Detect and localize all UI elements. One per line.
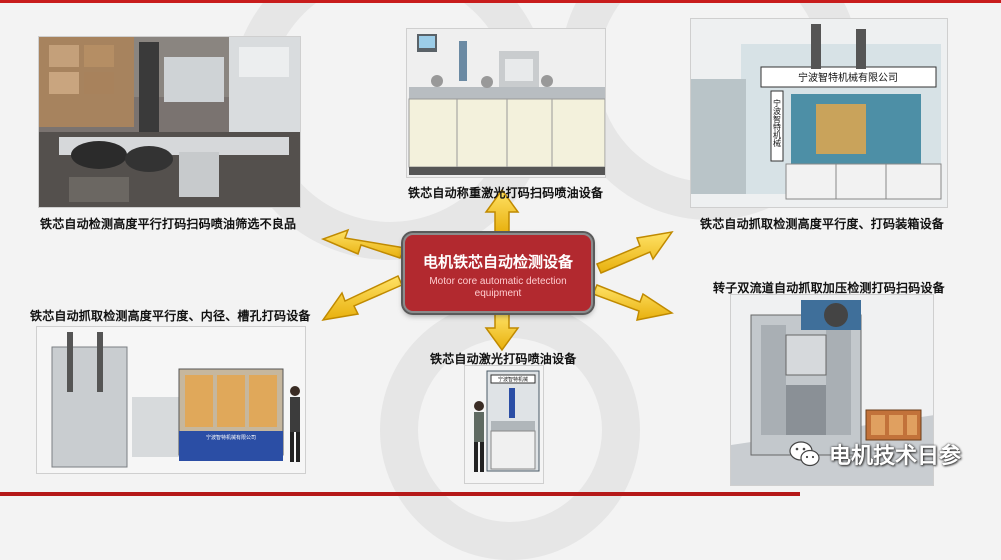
arrow-upper-right	[596, 230, 674, 274]
arrow-lower-right	[591, 284, 674, 321]
booth-sign-text: 宁波智特机械	[498, 376, 528, 383]
wechat-icon	[789, 441, 820, 467]
watermark: 电机技术日参	[787, 436, 961, 472]
center-title-box: 电机铁芯自动检测设备 Motor core automatic detectio…	[403, 233, 593, 313]
watermark-text: 电机技术日参	[829, 444, 962, 469]
arrow-up	[484, 188, 520, 234]
arrow-down	[484, 312, 520, 352]
machine-vertical-text: 宁波智特机械	[773, 98, 782, 148]
arrow-upper-left	[320, 228, 407, 259]
photo-inner-diameter-slot-machine: 宁波智特机械有限公司	[36, 326, 306, 474]
photo-weighing-laser-machine	[406, 28, 606, 178]
photo-rotor-press-machine	[730, 294, 934, 486]
center-subtitle: Motor core automatic detection equipment	[429, 276, 567, 299]
center-title: 电机铁芯自动检测设备	[422, 253, 573, 271]
label-top-left: 铁芯自动检测高度平行打码扫码喷油筛选不良品	[40, 217, 297, 231]
label-top-right: 铁芯自动抓取检测高度平行度、打码装箱设备	[700, 217, 945, 231]
arrow-lower-left	[321, 274, 403, 322]
bottom-accent-line	[0, 492, 800, 496]
photo-laser-oil-machine: 宁波智特机械	[464, 365, 544, 484]
machine-banner-text: 宁波智特机械有限公司	[798, 71, 898, 84]
top-accent-line	[0, 0, 1001, 3]
label-top-center: 铁芯自动称重激光打码扫码喷油设备	[408, 186, 604, 200]
photo-weighing-screening-line	[38, 36, 301, 208]
arrows-layer	[320, 188, 674, 352]
label-mid-left: 铁芯自动抓取检测高度平行度、内径、槽孔打码设备	[30, 309, 311, 323]
photo-grab-boxing-machine: 宁波智特机械有限公司 宁波智特机械	[690, 18, 948, 208]
label-bottom-center: 铁芯自动激光打码喷油设备	[430, 352, 577, 366]
machine-panel-text: 宁波智特机械有限公司	[206, 434, 256, 441]
label-mid-right: 转子双流道自动抓取加压检测打码扫码设备	[713, 281, 945, 295]
